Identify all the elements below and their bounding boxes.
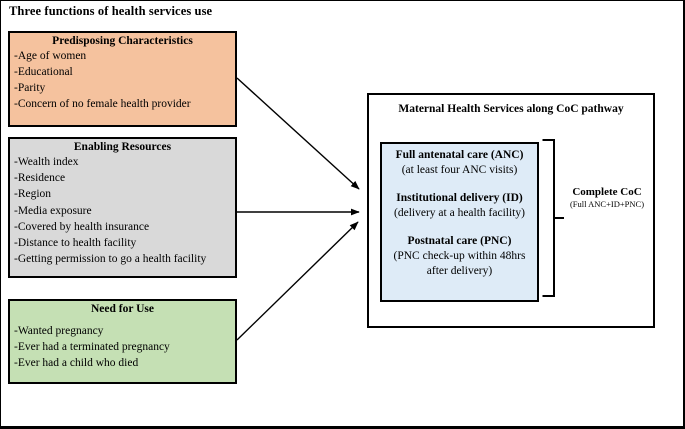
box-item: -Covered by health insurance: [14, 220, 150, 233]
service-group-anc: Full antenatal care (ANC) (at least four…: [382, 148, 537, 178]
box-item: -Getting permission to go a health facil…: [14, 253, 207, 266]
box-item: -Parity: [14, 82, 46, 94]
box-title: Enabling Resources: [73, 141, 172, 153]
arrow-predisposing: [236, 77, 360, 190]
box-title: Predisposing Characteristics: [52, 35, 193, 47]
box-item: -Ever had a terminated pregnancy: [14, 341, 170, 353]
box-title: Need for Use: [90, 303, 155, 315]
complete-coc-title: Complete CoC: [572, 186, 642, 198]
figure-title: Three functions of health services use: [9, 4, 213, 18]
outcome-title: Maternal Health Services along CoC pathw…: [398, 103, 624, 115]
service-detail: (PNC check-up within 48hrs after deliver…: [393, 250, 526, 277]
box-item: -Region: [14, 188, 52, 201]
service-name: Full antenatal care (ANC): [395, 149, 524, 161]
enabling-box: Enabling Resources -Wealth index -Reside…: [8, 137, 237, 278]
box-item: -Wealth index: [14, 156, 79, 168]
services-box: Full antenatal care (ANC) (at least four…: [380, 142, 539, 302]
service-group-id: Institutional delivery (ID) (delivery at…: [382, 191, 537, 221]
need-box: Need for Use -Wanted pregnancy -Ever had…: [8, 299, 237, 384]
box-item: -Concern of no female health provider: [14, 98, 191, 110]
outcome-box: Maternal Health Services along CoC pathw…: [367, 93, 655, 328]
box-item-list: -Wealth index -Residence -Region -Media …: [10, 153, 235, 267]
box-item-list: -Wanted pregnancy -Ever had a terminated…: [10, 322, 235, 371]
service-detail: (delivery at a health facility): [394, 207, 525, 219]
service-name: Institutional delivery (ID): [396, 192, 523, 204]
box-item: -Wanted pregnancy: [14, 325, 104, 337]
complete-coc-subtitle: (Full ANC+ID+PNC): [569, 199, 645, 209]
arrow-need: [236, 221, 359, 341]
box-item-list: -Age of women -Educational -Parity -Conc…: [10, 47, 235, 112]
box-item: -Media exposure: [14, 204, 92, 217]
box-item: -Distance to health facility: [14, 237, 137, 250]
predisposing-box: Predisposing Characteristics -Age of wom…: [8, 31, 237, 127]
box-item: -Residence: [14, 172, 66, 185]
box-item: -Ever had a child who died: [14, 357, 139, 369]
complete-coc-label: Complete CoC (Full ANC+ID+PNC): [555, 186, 659, 210]
box-item: -Educational: [14, 66, 73, 78]
service-group-pnc: Postnatal care (PNC) (PNC check-up withi…: [382, 234, 537, 279]
service-name: Postnatal care (PNC): [407, 235, 512, 247]
box-item: -Age of women: [14, 50, 87, 62]
service-detail: (at least four ANC visits): [401, 164, 518, 176]
